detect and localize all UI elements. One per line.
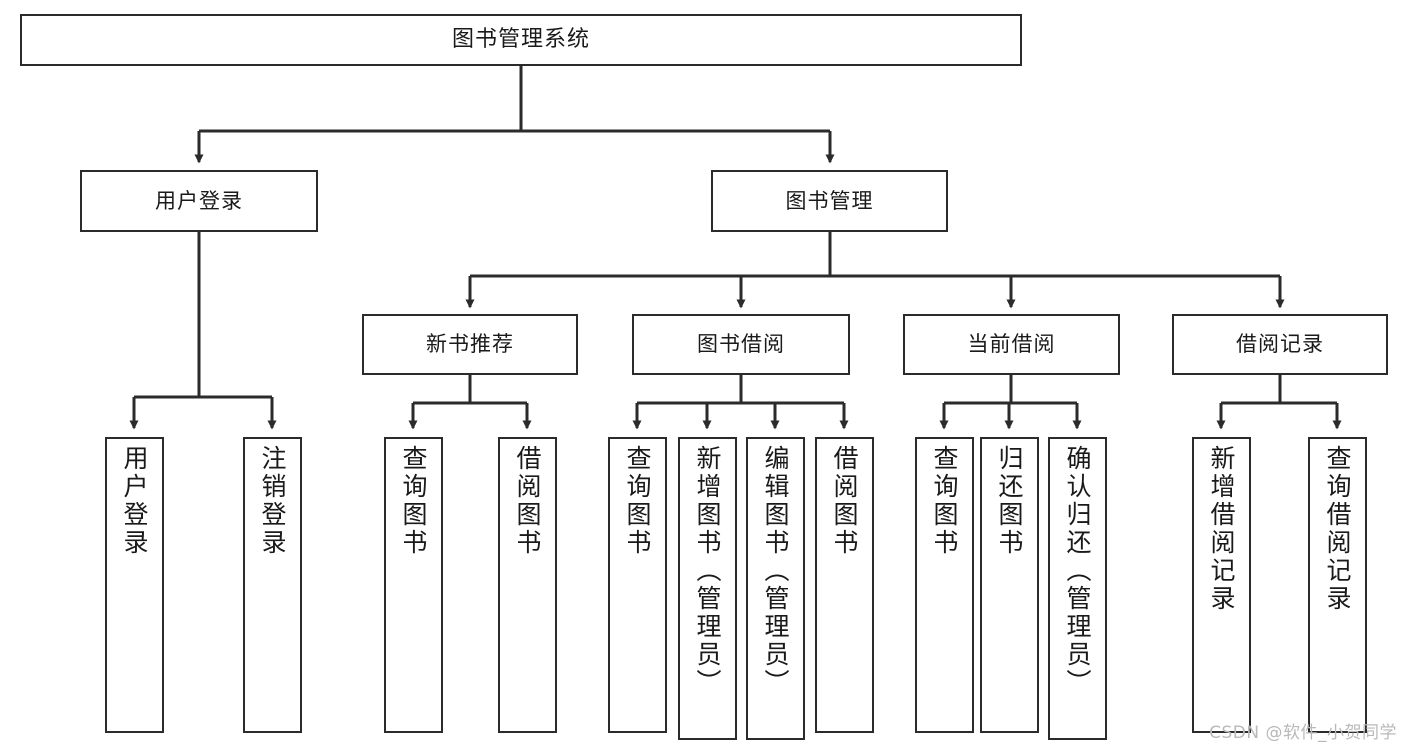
node-label: 图书借阅 [697, 332, 785, 357]
csdn-watermark: CSDN @软件_小贺同学 [1209, 723, 1397, 743]
leaf-borrow-query-book[interactable]: 查询图书 [608, 437, 667, 733]
node-label: 借阅图书 [513, 445, 542, 557]
node-label: 查询图书 [623, 445, 652, 557]
leaf-recommend-borrow-book[interactable]: 借阅图书 [498, 437, 557, 733]
leaf-record-add-record[interactable]: 新增借阅记录 [1192, 437, 1251, 733]
node-label: 查询图书 [930, 445, 959, 557]
leaf-recommend-query-book[interactable]: 查询图书 [384, 437, 443, 733]
node-label: 借阅图书 [830, 445, 859, 557]
leaf-borrow-edit-book-admin[interactable]: 编辑图书（管理员） [746, 437, 805, 740]
node-label: 图书管理 [785, 188, 874, 213]
node-label: 注销登录 [258, 445, 287, 557]
node-label: 用户登录 [155, 188, 243, 213]
node-label: 查询图书 [399, 445, 428, 557]
leaf-user-login-signin[interactable]: 用户登录 [105, 437, 164, 733]
node-borrow-record[interactable]: 借阅记录 [1172, 314, 1388, 375]
node-label: 新增图书（管理员） [693, 445, 722, 697]
node-root-system[interactable]: 图书管理系统 [20, 14, 1022, 66]
node-label: 编辑图书（管理员） [761, 445, 790, 697]
node-new-book-recommend[interactable]: 新书推荐 [362, 314, 578, 375]
node-current-borrow[interactable]: 当前借阅 [903, 314, 1120, 375]
node-label: 查询借阅记录 [1323, 445, 1352, 613]
node-label: 当前借阅 [967, 332, 1056, 357]
leaf-user-login-signout[interactable]: 注销登录 [243, 437, 302, 733]
leaf-borrow-add-book-admin[interactable]: 新增图书（管理员） [678, 437, 737, 740]
node-label: 归还图书 [995, 445, 1024, 557]
node-label: 图书管理系统 [451, 27, 590, 53]
node-label: 借阅记录 [1236, 332, 1324, 357]
leaf-borrow-borrow-book[interactable]: 借阅图书 [815, 437, 874, 733]
node-label: 用户登录 [120, 445, 149, 557]
node-label: 新书推荐 [426, 332, 514, 357]
node-book-management[interactable]: 图书管理 [711, 170, 948, 232]
leaf-current-query-book[interactable]: 查询图书 [915, 437, 974, 733]
leaf-current-confirm-return-admin[interactable]: 确认归还（管理员） [1048, 437, 1107, 740]
node-user-login[interactable]: 用户登录 [80, 170, 318, 232]
node-label: 新增借阅记录 [1207, 445, 1236, 613]
node-label: 确认归还（管理员） [1063, 445, 1092, 697]
leaf-record-query-record[interactable]: 查询借阅记录 [1308, 437, 1367, 733]
leaf-current-return-book[interactable]: 归还图书 [980, 437, 1039, 733]
node-book-borrow[interactable]: 图书借阅 [632, 314, 850, 375]
